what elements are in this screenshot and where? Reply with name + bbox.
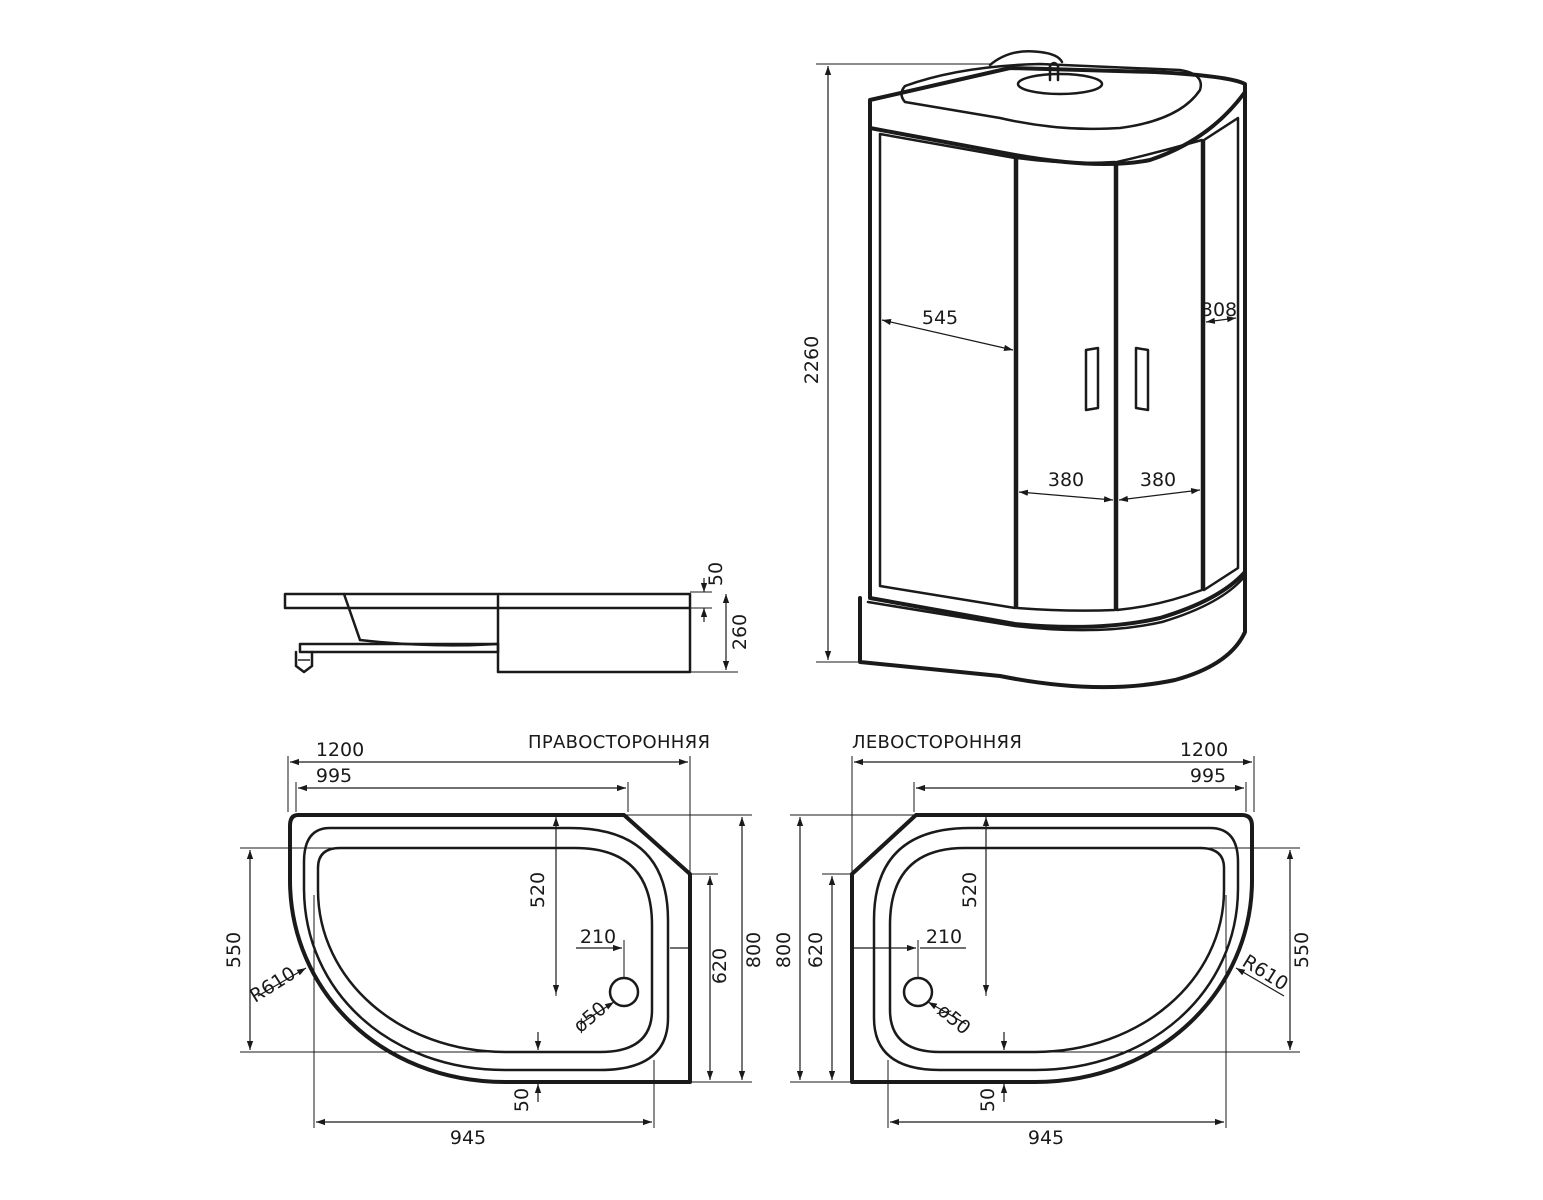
tray-rim <box>866 574 1247 632</box>
tray-inner-right <box>302 826 670 1072</box>
door-handle-left <box>1084 346 1100 412</box>
dim-drain-diameter-left: ø50 <box>933 999 975 1039</box>
dim-rim-right: 50 <box>511 1088 533 1112</box>
tray-outline-left <box>850 813 1254 1084</box>
tray-inner-left <box>872 826 1240 1072</box>
dim-inner-length-right: 945 <box>450 1127 486 1149</box>
dim-door-left: 380 <box>1048 469 1084 491</box>
ventilation-hose <box>988 50 1064 67</box>
cabin-tray <box>858 570 1247 690</box>
dim-side-depth-right: 620 <box>709 948 731 984</box>
label-right-variant: ПРАВОСТОРОННЯЯ <box>528 732 710 753</box>
rain-shower-head <box>1016 72 1104 96</box>
dim-drain-x-left: 210 <box>926 926 962 948</box>
dim-radius-right: R610 <box>246 962 300 1007</box>
dim-overall-depth-right: 800 <box>743 932 765 968</box>
cabin-view <box>858 50 1247 690</box>
plan-left-hand: ЛЕВОСТОРОННЯЯ 1200 995 945 800 620 550 <box>773 732 1313 1149</box>
dim-overall-length-right: 1200 <box>316 739 364 761</box>
dim-door-right: 380 <box>1140 469 1176 491</box>
side-panel-left <box>878 132 1017 610</box>
dim-side-depth-left: 620 <box>805 932 827 968</box>
drain-left <box>902 976 934 1008</box>
dim-tray-top: 50 <box>705 562 727 586</box>
dim-drain-x-right: 210 <box>580 926 616 948</box>
dim-tray-height: 260 <box>729 614 751 650</box>
dim-overall-length-left: 1200 <box>1180 739 1228 761</box>
dim-right-panel: 308 <box>1201 299 1237 321</box>
cabin-body <box>868 90 1247 629</box>
dim-rim-left: 50 <box>977 1088 999 1112</box>
shower-knob <box>1048 61 1060 82</box>
cabin-roof <box>868 66 1247 166</box>
door-handle-right <box>1134 346 1150 412</box>
drain-right <box>608 976 640 1008</box>
dim-cabin-height: 2260 <box>801 336 823 384</box>
dim-curve-depth-left: 550 <box>1291 932 1313 968</box>
door-left <box>1015 156 1117 612</box>
dim-back-length-right: 995 <box>316 765 352 787</box>
dim-back-length-left: 995 <box>1190 765 1226 787</box>
door-right <box>1115 138 1204 612</box>
dim-overall-depth-left: 800 <box>773 932 795 968</box>
tray-outline-right <box>288 813 692 1084</box>
dim-drain-y-right: 520 <box>527 872 549 908</box>
cabin-roof-cap <box>900 62 1203 131</box>
dim-side-panel: 545 <box>922 307 958 329</box>
dim-curve-depth-right: 550 <box>223 932 245 968</box>
dim-drain-y-left: 520 <box>959 872 981 908</box>
label-left-variant: ЛЕВОСТОРОННЯЯ <box>852 732 1022 753</box>
dim-radius-left: R610 <box>1238 950 1292 995</box>
dim-drain-diameter-right: ø50 <box>569 997 611 1037</box>
cabin-dimensions: 2260 545 308 380 380 <box>801 63 1237 663</box>
plan-right-hand: ПРАВОСТОРОННЯЯ 1200 995 945 800 620 550 <box>223 732 765 1149</box>
side-panel-right <box>1202 116 1240 592</box>
dim-inner-length-left: 945 <box>1028 1127 1064 1149</box>
tray-side-section: 50 260 <box>283 562 751 674</box>
